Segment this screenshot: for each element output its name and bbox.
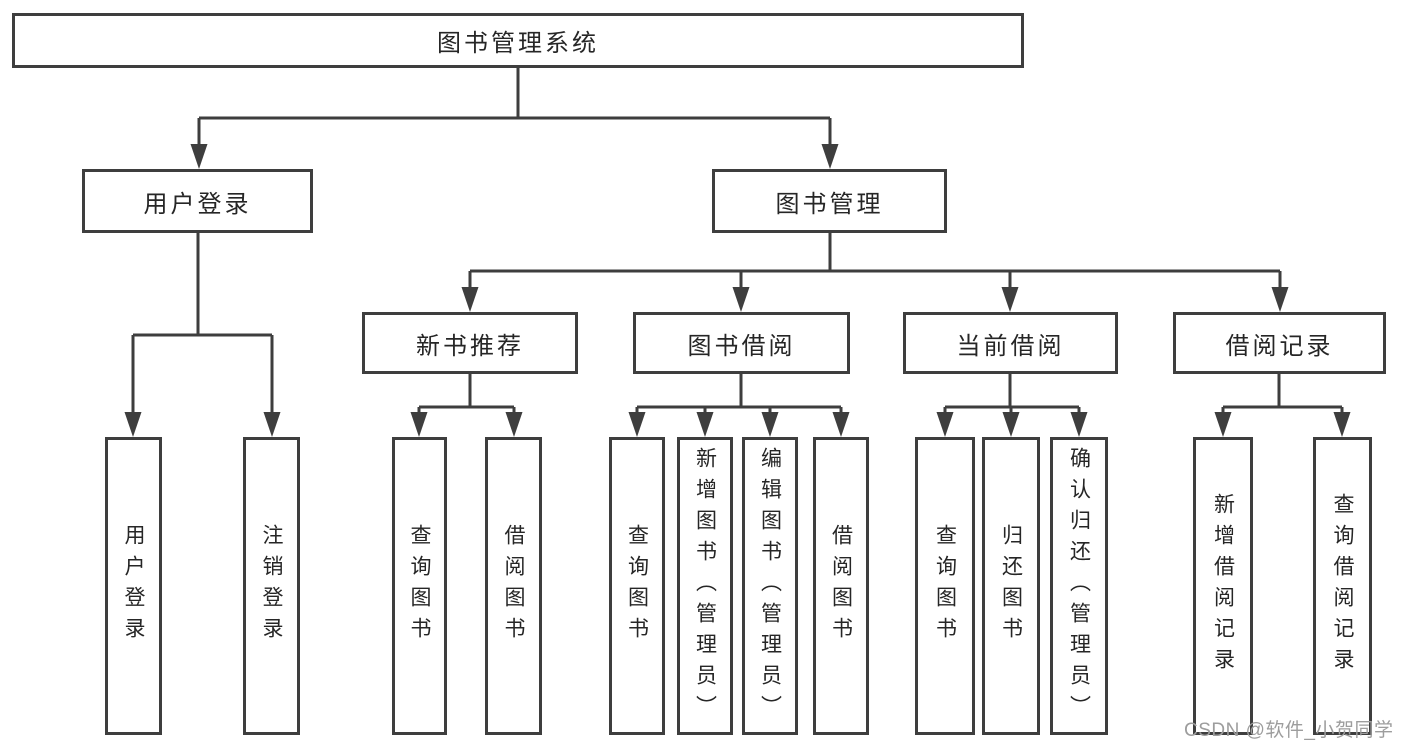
node-label: 借阅记录 <box>1225 332 1334 360</box>
connector-path <box>131 68 1344 414</box>
node-label: 查询图书 <box>625 524 649 648</box>
leaf-rec-borrow-books: 借阅图书 <box>485 437 542 735</box>
leaf-bb-edit-books-admin: 编辑图书（管理员） <box>742 437 798 735</box>
node-label: 注销登录 <box>260 524 284 648</box>
connector-arrowhead <box>761 412 779 437</box>
node-label: 归还图书 <box>999 524 1023 648</box>
connector-arrowhead <box>1002 412 1020 437</box>
connector-arrowhead <box>628 412 646 437</box>
connector-arrowhead <box>832 412 850 437</box>
node-borrowing-records: 借阅记录 <box>1173 312 1386 374</box>
node-label: 图书管理系统 <box>437 30 599 57</box>
connector-arrowhead <box>410 412 428 437</box>
node-label: 用户登录 <box>143 190 252 218</box>
node-label: 新书推荐 <box>416 332 524 360</box>
node-book-management: 图书管理 <box>712 169 947 233</box>
connector-arrowhead <box>732 287 750 312</box>
node-label: 当前借阅 <box>956 332 1065 360</box>
connector-arrowhead <box>505 412 523 437</box>
node-user-login: 用户登录 <box>82 169 313 233</box>
leaf-bb-borrow-books: 借阅图书 <box>813 437 869 735</box>
connector-arrowhead <box>821 144 839 169</box>
leaf-br-add-borrow-record: 新增借阅记录 <box>1193 437 1253 735</box>
connector-arrowhead <box>696 412 714 437</box>
connector-arrowhead <box>936 412 954 437</box>
node-label: 借阅图书 <box>502 524 526 648</box>
connector-arrowhead <box>461 287 479 312</box>
connector-arrowhead <box>1070 412 1088 437</box>
node-label: 用户登录 <box>122 524 146 648</box>
connector-arrowhead <box>1001 287 1019 312</box>
node-new-book-recommendation: 新书推荐 <box>362 312 578 374</box>
node-label: 查询图书 <box>408 524 432 648</box>
connector-arrowhead <box>1271 287 1289 312</box>
node-label: 确认归还（管理员） <box>1067 446 1091 726</box>
leaf-logout-login: 注销登录 <box>243 437 300 735</box>
node-label: 查询图书 <box>933 524 957 648</box>
leaf-rec-query-books: 查询图书 <box>392 437 447 735</box>
node-label: 新增图书（管理员） <box>693 446 717 726</box>
connector-arrowhead <box>263 412 281 437</box>
connector-arrowhead <box>190 144 208 169</box>
connector-arrowhead <box>124 412 142 437</box>
leaf-bb-query-books: 查询图书 <box>609 437 665 735</box>
node-label: 编辑图书（管理员） <box>758 446 782 726</box>
node-label: 图书管理 <box>775 190 884 218</box>
leaf-user-login: 用户登录 <box>105 437 162 735</box>
leaf-bb-add-books-admin: 新增图书（管理员） <box>677 437 733 735</box>
connector-arrowhead <box>1333 412 1351 437</box>
node-label: 借阅图书 <box>829 524 853 648</box>
node-label: 新增借阅记录 <box>1211 493 1235 679</box>
csdn-watermark: CSDN @软件_小贺同学 <box>1184 720 1394 741</box>
node-library-management-system: 图书管理系统 <box>12 13 1024 68</box>
node-book-borrowing: 图书借阅 <box>633 312 850 374</box>
leaf-br-query-borrow-record: 查询借阅记录 <box>1313 437 1372 735</box>
node-label: 查询借阅记录 <box>1331 493 1355 679</box>
connector-arrowhead <box>1214 412 1232 437</box>
leaf-cb-return-books: 归还图书 <box>982 437 1040 735</box>
leaf-cb-query-books: 查询图书 <box>915 437 975 735</box>
node-label: 图书借阅 <box>687 332 796 360</box>
leaf-cb-confirm-return-admin: 确认归还（管理员） <box>1050 437 1108 735</box>
node-current-borrowing: 当前借阅 <box>903 312 1118 374</box>
